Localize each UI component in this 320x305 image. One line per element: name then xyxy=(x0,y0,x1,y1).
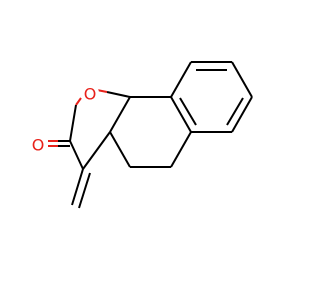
bond xyxy=(231,96,253,133)
bond xyxy=(78,172,91,209)
carbonyl-oxygen-label: O xyxy=(32,136,45,155)
bond xyxy=(69,140,84,170)
bond xyxy=(106,91,131,98)
bond xyxy=(69,104,77,142)
methylene-group xyxy=(71,168,91,209)
bond-o xyxy=(96,89,108,93)
lactone-ring xyxy=(69,89,131,170)
bond xyxy=(170,61,192,98)
bond-o xyxy=(75,97,82,106)
molecule-canvas: O O xyxy=(29,61,253,209)
structure-diagram: O O xyxy=(29,61,253,209)
bond xyxy=(231,61,253,98)
bond xyxy=(109,131,131,168)
bond xyxy=(109,96,131,133)
ring-oxygen-label: O xyxy=(84,85,97,104)
carbonyl-group xyxy=(48,140,70,147)
saturated-ring xyxy=(109,96,192,168)
bond xyxy=(71,168,84,206)
bond xyxy=(82,131,111,170)
ring-oxygen-atom: O xyxy=(81,84,99,104)
double-bond-inner xyxy=(179,97,197,126)
double-bond-inner xyxy=(226,97,244,126)
bond xyxy=(170,131,192,168)
benzene-ring xyxy=(170,61,253,133)
bond xyxy=(170,96,192,133)
carbonyl-oxygen-atom: O xyxy=(29,135,47,155)
